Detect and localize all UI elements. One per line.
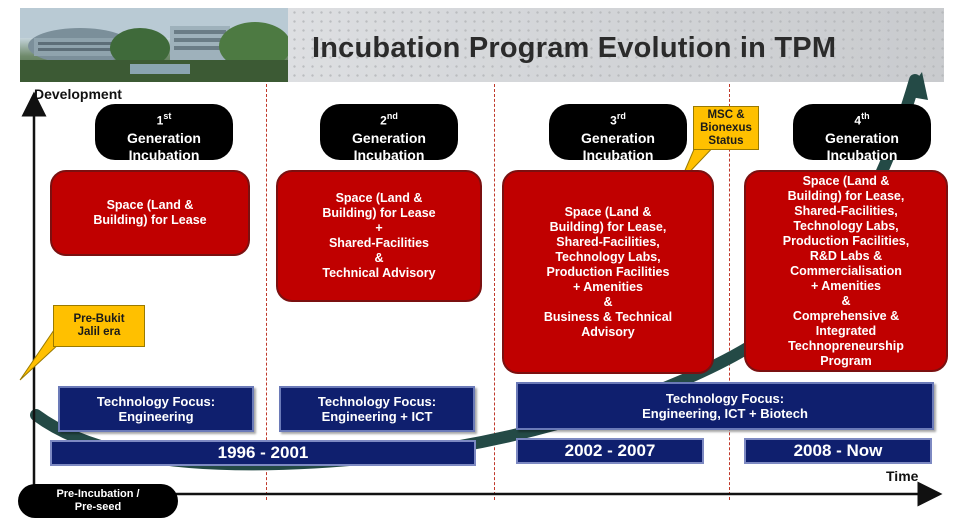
y-axis-label: Development <box>34 86 122 102</box>
era-separator-2 <box>494 84 495 500</box>
generation-line1: Generation <box>825 129 899 146</box>
page-title: Incubation Program Evolution in TPM <box>312 32 837 64</box>
msc-bionexus-callout: MSC & Bionexus Status <box>693 106 759 150</box>
generation-4-header: 4th Generation Incubation <box>793 104 931 163</box>
generation-2-header: 2nd Generation Incubation <box>320 104 458 163</box>
building-photo-image <box>20 8 288 82</box>
generation-ordinal: 4 <box>854 113 862 128</box>
generation-line2: Incubation <box>353 146 425 163</box>
generation-3-header: 3rd Generation Incubation <box>549 104 687 163</box>
generation-line1: Generation <box>581 129 655 146</box>
era-separator-3 <box>729 84 730 500</box>
generation-suffix: st <box>163 111 172 121</box>
generation-suffix: nd <box>386 111 398 121</box>
curve-arrow-icon <box>905 72 928 100</box>
generation-ordinal: 1 <box>156 113 164 128</box>
banner-pattern <box>290 8 944 82</box>
offering-box-gen3: Space (Land & Building) for Lease, Share… <box>502 170 714 374</box>
generation-ordinal: 2 <box>380 113 387 128</box>
tech-focus-gen1: Technology Focus: Engineering <box>58 386 254 432</box>
era-separator-1 <box>266 84 267 500</box>
period-1996-2001: 1996 - 2001 <box>50 440 476 466</box>
title-banner: Incubation Program Evolution in TPM <box>20 8 944 82</box>
generation-line2: Incubation <box>128 146 200 163</box>
generation-line2: Incubation <box>826 146 898 163</box>
tech-focus-gen3-4: Technology Focus: Engineering, ICT + Bio… <box>516 382 934 430</box>
offering-box-gen4: Space (Land & Building) for Lease, Share… <box>744 170 948 372</box>
generation-line1: Generation <box>352 129 426 146</box>
building-photo <box>20 8 288 82</box>
generation-1-header: 1st Generation Incubation <box>95 104 233 163</box>
pre-incubation-label: Pre-Incubation / Pre-seed <box>18 484 178 518</box>
period-2002-2007: 2002 - 2007 <box>516 438 704 464</box>
generation-line2: Incubation <box>582 146 654 163</box>
pre-bukit-callout: Pre-Bukit Jalil era <box>53 305 145 347</box>
offering-box-gen1: Space (Land & Building) for Lease <box>50 170 250 256</box>
generation-suffix: rd <box>616 111 626 121</box>
x-axis-label: Time <box>886 468 919 484</box>
period-2008-now: 2008 - Now <box>744 438 932 464</box>
generation-line1: Generation <box>127 129 201 146</box>
generation-ordinal: 3 <box>610 113 617 128</box>
tech-focus-gen2: Technology Focus: Engineering + ICT <box>279 386 475 432</box>
generation-suffix: th <box>861 111 870 121</box>
offering-box-gen2: Space (Land & Building) for Lease + Shar… <box>276 170 482 302</box>
